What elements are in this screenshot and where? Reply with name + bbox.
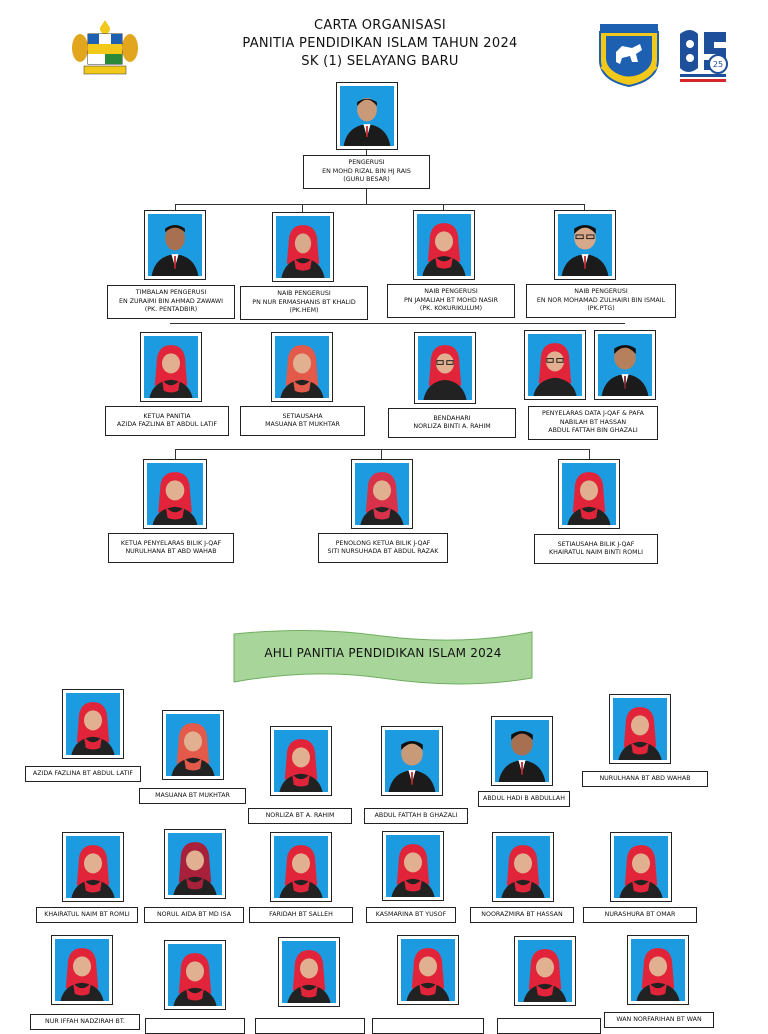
photo-naib-pengerusi-2 (413, 210, 475, 280)
member-name-label (372, 1018, 484, 1034)
member-photo (278, 937, 340, 1007)
photo-setiausaha-bilik (558, 459, 620, 529)
section-banner-title: AHLI PANITIA PENDIDIKAN ISLAM 2024 (264, 646, 502, 660)
district-25-logo-icon: 25 (676, 24, 730, 86)
member-name-label (255, 1018, 365, 1034)
member-name-label: NURULHANA BT ABD WAHAB (582, 771, 708, 787)
photo-naib-pengerusi-1 (272, 212, 334, 282)
member-photo (62, 832, 124, 902)
member-photo (397, 935, 459, 1005)
member-photo (610, 832, 672, 902)
title-line-3: SK (1) SELAYANG BARU (301, 54, 459, 69)
photo-penyelaras-data-2 (594, 330, 656, 400)
member-photo (164, 940, 226, 1010)
member-name-label: NORLIZA BT A. RAHIM (248, 808, 352, 824)
photo-bendahari (414, 332, 476, 404)
member-name-label: NORUL AIDA BT MD ISA (144, 907, 244, 923)
member-photo (381, 726, 443, 796)
member-name-label: NUR IFFAH NADZIRAH BT. (30, 1014, 140, 1030)
photo-penyelaras-data-1 (524, 330, 586, 400)
photo-timbalan-pengerusi (144, 210, 206, 280)
member-photo (270, 726, 332, 796)
member-name-label: WAN NORFARIHAN BT WAN (604, 1012, 714, 1028)
photo-pengerusi (336, 82, 398, 150)
member-photo (62, 689, 124, 759)
member-photo (627, 935, 689, 1005)
member-photo (164, 829, 226, 899)
member-photo (492, 832, 554, 902)
member-photo (382, 831, 444, 901)
member-name-label: KASMARINA BT YUSOF (366, 907, 456, 923)
photo-setiausaha (271, 332, 333, 402)
photo-penolong-ketua-bilik (351, 459, 413, 529)
member-name-label (145, 1018, 245, 1034)
member-photo (51, 935, 113, 1005)
svg-text:25: 25 (713, 60, 723, 69)
member-name-label: ABDUL FATTAH B GHAZALI (364, 808, 468, 824)
member-photo (514, 936, 576, 1006)
member-name-label: AZIDA FAZLINA BT ABDUL LATIF (25, 766, 141, 782)
member-photo (270, 832, 332, 902)
section-banner (233, 629, 533, 685)
school-crest-icon (592, 22, 666, 88)
member-name-label: KHAIRATUL NAIM BT ROMLI (36, 907, 138, 923)
title-line-2: PANITIA PENDIDIKAN ISLAM TAHUN 2024 (242, 36, 518, 51)
photo-ketua-panitia (140, 332, 202, 402)
member-photo (609, 694, 671, 764)
photo-naib-pengerusi-3 (554, 210, 616, 280)
member-photo (491, 716, 553, 786)
member-name-label (497, 1018, 601, 1034)
member-name-label: NURASHURA BT OMAR (583, 907, 697, 923)
member-name-label: FARIDAH BT SALLEH (249, 907, 353, 923)
member-photo (162, 710, 224, 780)
member-name-label: ABDUL HADI B ABDULLAH (478, 791, 570, 807)
title-line-1: CARTA ORGANISASI (313, 18, 447, 33)
member-name-label: NOORAZMIRA BT HASSAN (470, 907, 574, 923)
member-name-label: MASUANA BT MUKHTAR (139, 788, 246, 804)
malaysia-coat-of-arms-icon (70, 18, 140, 82)
photo-ketua-penyelaras-bilik (143, 459, 207, 529)
